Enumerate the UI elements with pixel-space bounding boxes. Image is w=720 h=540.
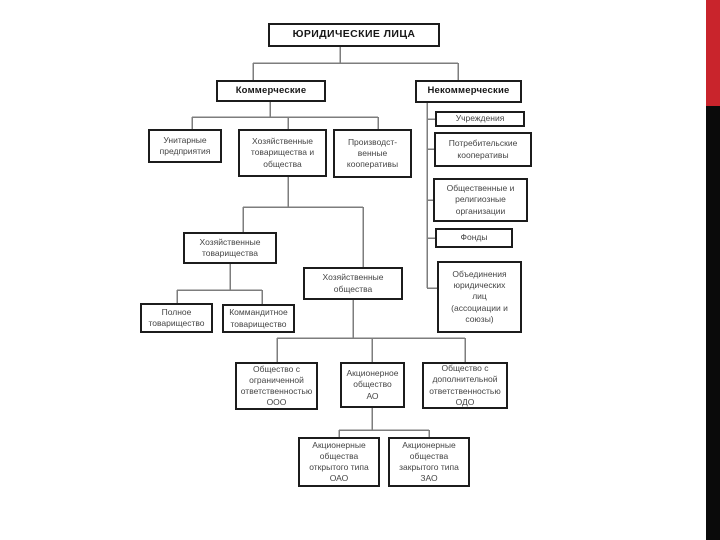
node-label: Акционерные общества открытого типа ОАО — [309, 439, 369, 484]
node-open-joint-stock-company: Акционерные общества открытого типа ОАО — [298, 437, 380, 487]
node-label: Потребительские кооперативы — [448, 138, 518, 160]
node-label: Объединения юридических лиц (ассоциации … — [451, 268, 508, 324]
node-label: Общество с ограниченной ответственностью… — [240, 363, 313, 408]
node-label: Хозяйственные товарищества и общества — [250, 136, 315, 169]
node-label: Учреждения — [455, 113, 505, 124]
node-unitary-enterprises: Унитарные предприятия — [148, 129, 222, 163]
node-label: Акционерные общества закрытого типа ЗАО — [399, 439, 459, 484]
node-business-partnerships: Хозяйственные товарищества — [183, 232, 277, 264]
node-label: Коммандитное товарищество — [229, 307, 288, 329]
black-accent-bar — [706, 106, 720, 540]
node-label: Фонды — [460, 232, 488, 243]
node-associations-of-legal-entities: Объединения юридических лиц (ассоциации … — [437, 261, 522, 333]
node-label: Хозяйственные товарищества — [199, 236, 261, 258]
node-label: ЮРИДИЧЕСКИЕ ЛИЦА — [292, 28, 416, 41]
node-label: Общество с дополнительной ответственност… — [429, 363, 501, 407]
node-label: Хозяйственные общества — [322, 272, 384, 294]
node-label: Производст- венные кооперативы — [346, 136, 399, 170]
node-legal-entities: ЮРИДИЧЕСКИЕ ЛИЦА — [268, 23, 440, 47]
node-label: Коммерческие — [235, 84, 307, 96]
node-business-partnerships-and-companies: Хозяйственные товарищества и общества — [238, 129, 327, 177]
node-label: Акционерное общество АО — [346, 368, 399, 401]
node-label: Полное товарищество — [148, 306, 205, 328]
node-funds: Фонды — [435, 228, 513, 248]
node-business-companies: Хозяйственные общества — [303, 267, 403, 300]
node-label: Некоммерческие — [427, 85, 510, 97]
node-limited-partnership: Коммандитное товарищество — [222, 304, 295, 333]
node-production-cooperatives: Производст- венные кооперативы — [333, 129, 412, 178]
red-accent-bar — [706, 0, 720, 106]
node-joint-stock-company: Акционерное общество АО — [340, 362, 405, 408]
node-noncommercial: Некоммерческие — [415, 80, 522, 103]
node-commercial: Коммерческие — [216, 80, 326, 102]
node-label: Унитарные предприятия — [159, 134, 211, 156]
node-label: Общественные и религиозные организации — [446, 183, 515, 216]
node-additional-liability-company: Общество с дополнительной ответственност… — [422, 362, 508, 409]
node-consumer-cooperatives: Потребительские кооперативы — [434, 132, 532, 167]
node-institutions: Учреждения — [435, 111, 525, 127]
node-closed-joint-stock-company: Акционерные общества закрытого типа ЗАО — [388, 437, 470, 487]
node-full-partnership: Полное товарищество — [140, 303, 213, 333]
node-limited-liability-company: Общество с ограниченной ответственностью… — [235, 362, 318, 410]
node-public-religious-organizations: Общественные и религиозные организации — [433, 178, 528, 222]
